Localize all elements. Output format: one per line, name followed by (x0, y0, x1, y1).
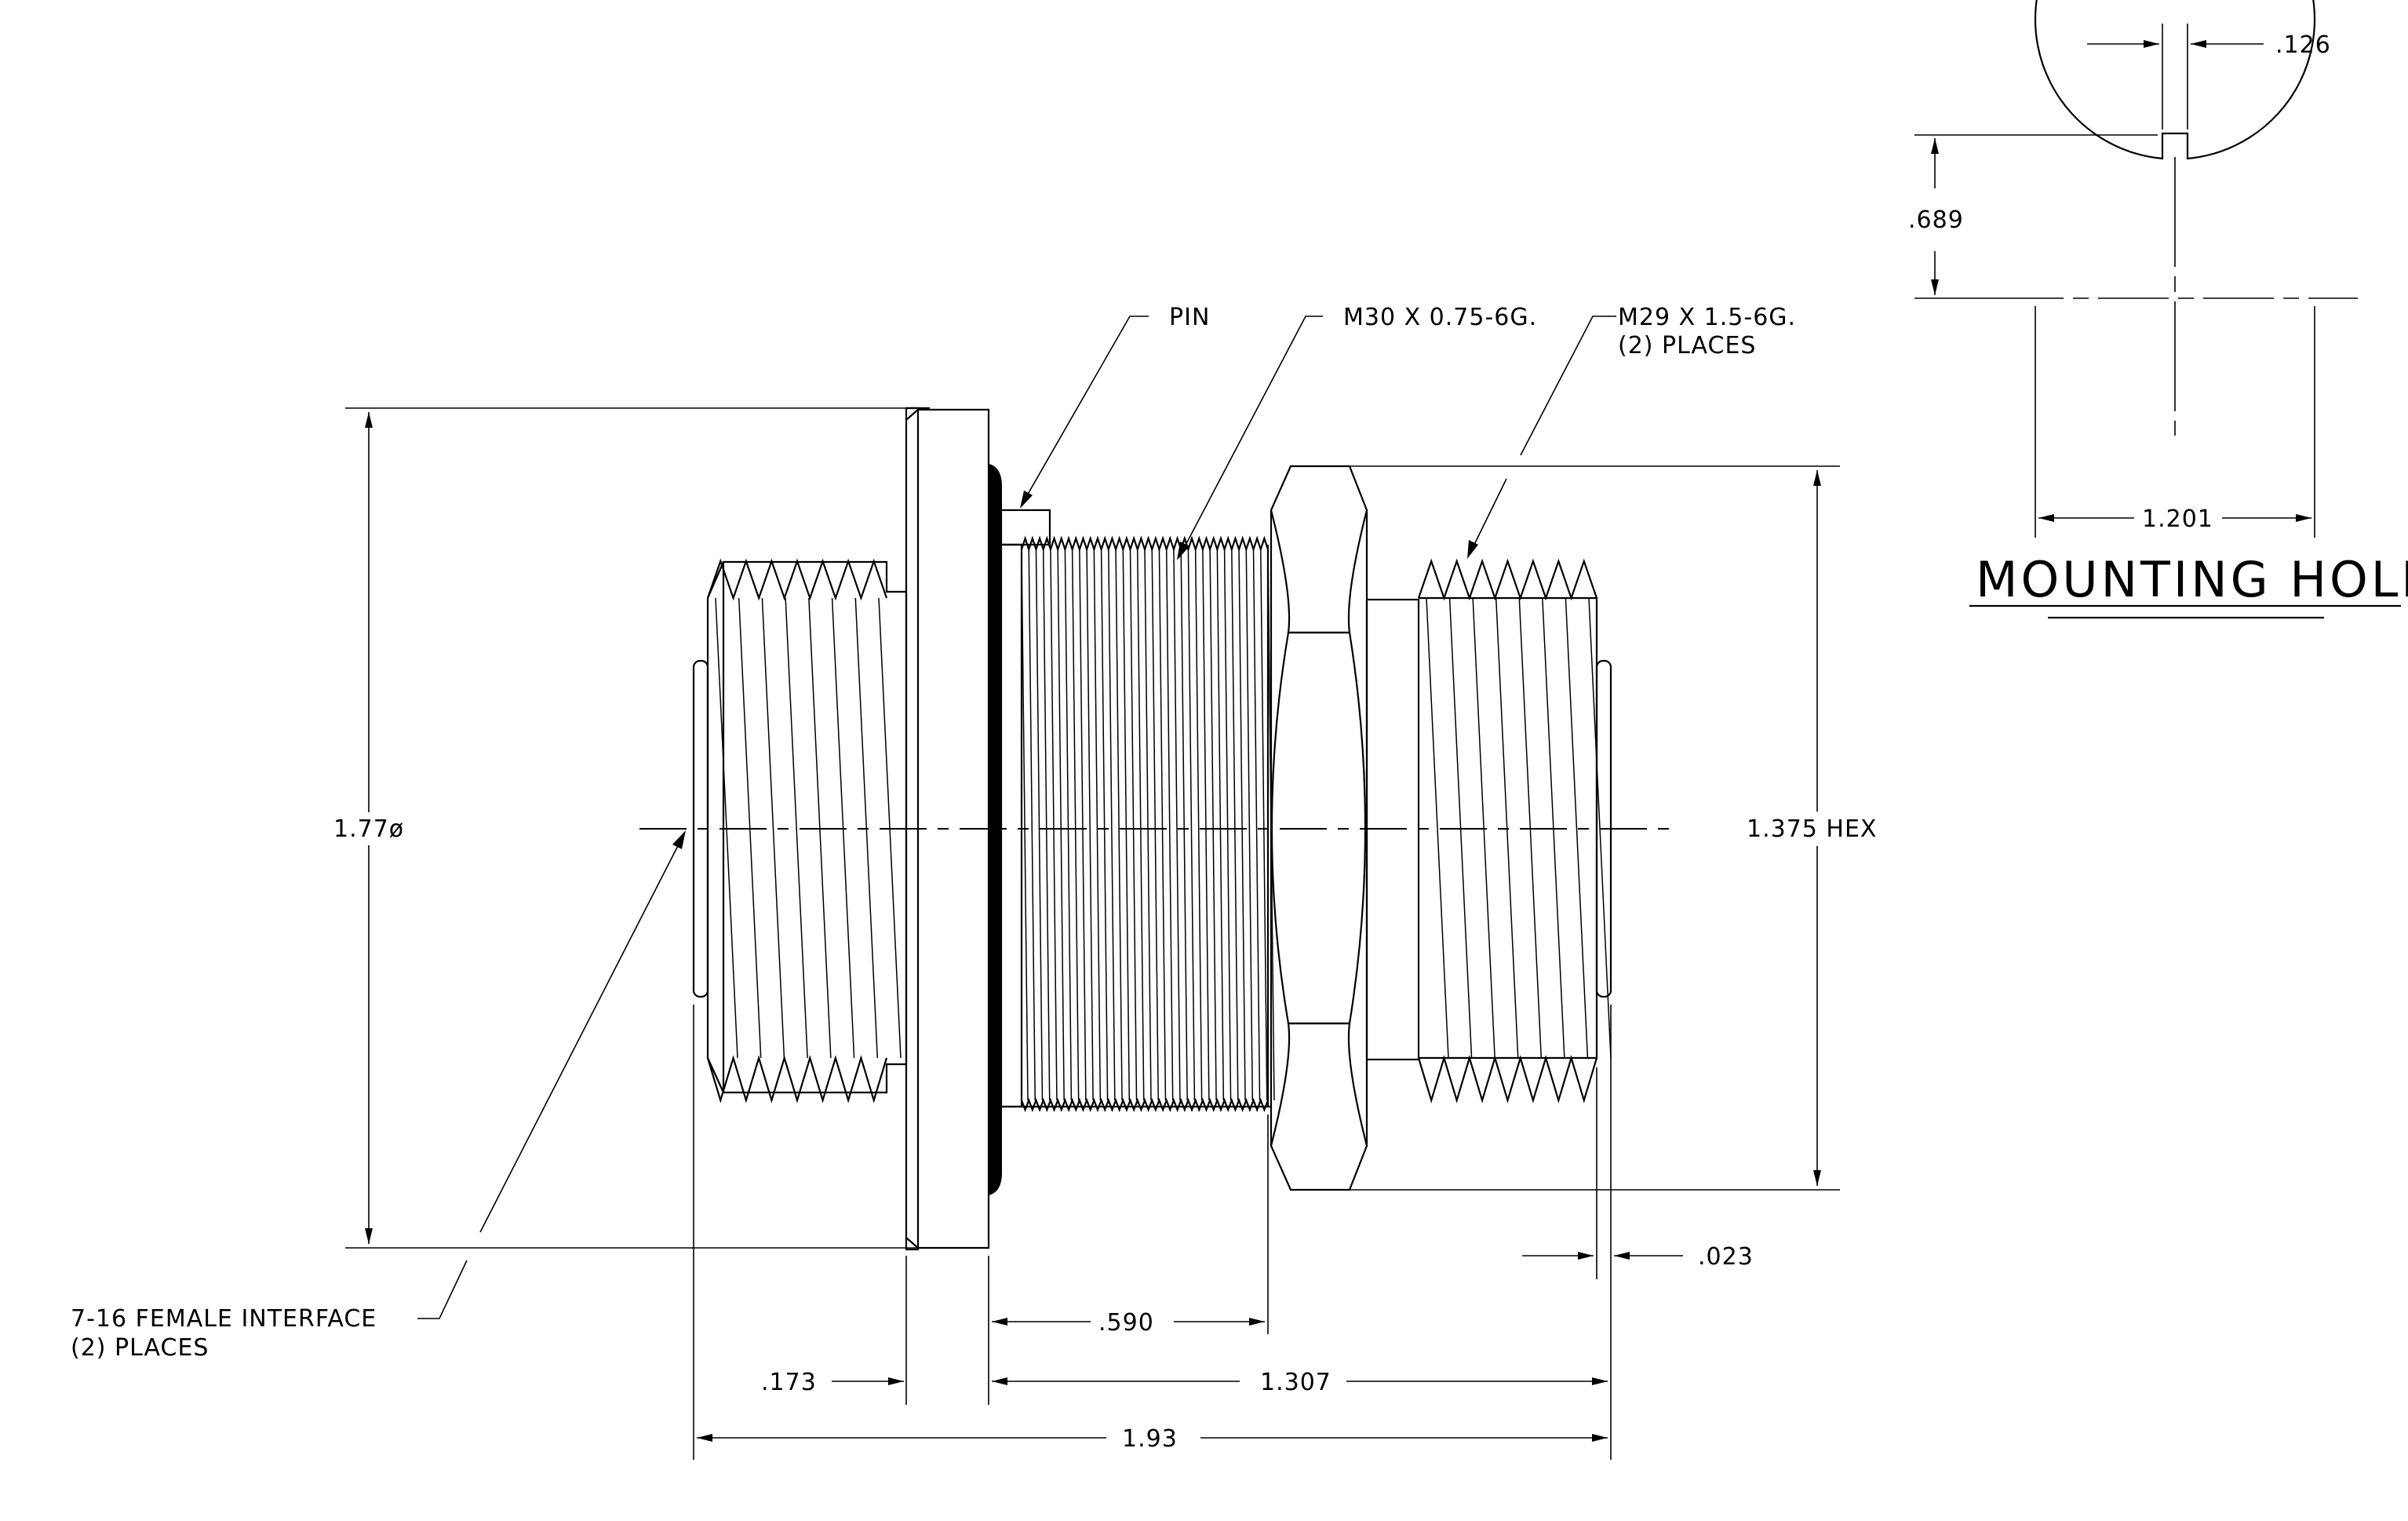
o-ring (988, 463, 1002, 1196)
pin-label: PIN (1169, 304, 1210, 331)
left-thread-teeth (706, 558, 888, 1103)
threaded-body (1000, 535, 1275, 1113)
dim-key-height: .689 (1908, 206, 1964, 234)
interface-places-label: (2) PLACES (71, 1334, 209, 1362)
dim-hole-diameter: 1.201 (2142, 505, 2213, 533)
right-thread-lines (1426, 597, 1612, 1059)
dim-flange-diameter: 1.77ø (333, 815, 404, 843)
mounting-hole-detail: .126 .689 1.201 MOUNTING HOLE (1908, 0, 2408, 619)
dim-1307: 1.307 (1260, 1369, 1332, 1396)
right-interface-body (1365, 558, 1612, 1103)
m30-thread-label: M30 X 0.75-6G. (1343, 304, 1537, 331)
dim-hex-size: 1.375 HEX (1747, 815, 1878, 843)
m30-thread (1020, 535, 1275, 1113)
m29-places-label: (2) PLACES (1618, 332, 1756, 359)
mounting-hole-outline (2034, 0, 2316, 160)
m29-thread-label: M29 X 1.5-6G. (1618, 304, 1796, 331)
dim-key-width: .126 (2275, 31, 2331, 59)
dim-173: .173 (761, 1369, 817, 1396)
dim-023: .023 (1698, 1243, 1754, 1271)
dim-590: .590 (1098, 1309, 1154, 1337)
left-interface-body (692, 558, 908, 1103)
left-thread-lines (715, 597, 902, 1059)
dim-193: 1.93 (1122, 1425, 1178, 1453)
callouts: PIN M30 X 0.75-6G. M29 X 1.5-6G. (2) PLA… (71, 304, 1796, 1362)
interface-label: 7-16 FEMALE INTERFACE (71, 1305, 377, 1333)
pin (1000, 509, 1051, 546)
connector-side-view (639, 407, 1671, 1251)
dimensions: 1.77ø 1.375 HEX .590 .173 1.307 1.93 .0 (330, 407, 1899, 1460)
mounting-hole-title: MOUNTING HOLE (1976, 551, 2408, 608)
right-thread-teeth (1417, 558, 1598, 1103)
